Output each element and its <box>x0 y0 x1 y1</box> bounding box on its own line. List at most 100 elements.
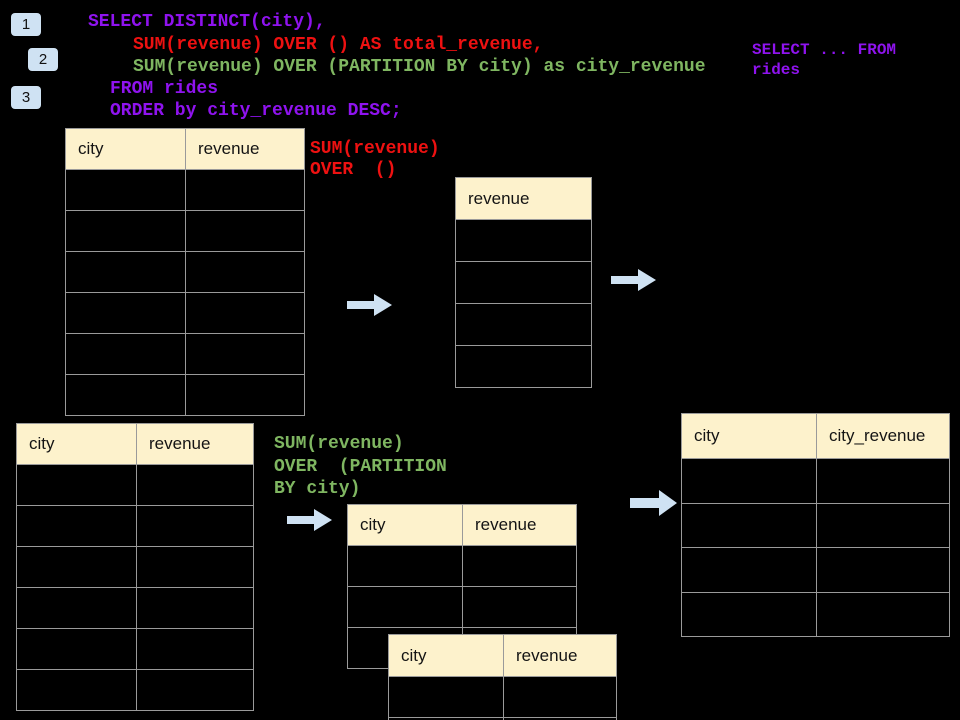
table-cell <box>66 374 186 415</box>
table-cell <box>504 717 616 720</box>
table-header-row: revenue <box>456 178 591 219</box>
table-cell <box>186 333 304 374</box>
table-cell <box>186 169 304 210</box>
table-cell <box>463 545 576 586</box>
table-body <box>389 676 616 720</box>
side-note-line1: SELECT ... FROM <box>752 41 897 59</box>
table-header-row: city revenue <box>17 424 253 464</box>
table-header-row: city revenue <box>389 635 616 676</box>
label-total-revenue-line2: OVER () <box>310 160 397 180</box>
table-cell <box>186 210 304 251</box>
table-row <box>17 464 253 505</box>
sql-line-total-revenue: SUM(revenue) OVER () AS total_revenue, <box>133 35 544 55</box>
table-cell <box>137 628 253 669</box>
table-row <box>17 505 253 546</box>
table-header-row: city revenue <box>66 129 304 169</box>
table-cell <box>17 587 137 628</box>
table-cell <box>348 586 463 627</box>
table-cell <box>456 219 591 261</box>
table-row <box>17 546 253 587</box>
table-row <box>456 345 591 387</box>
table-partition-front: city revenue <box>388 634 617 720</box>
table-row <box>17 669 253 710</box>
table-body <box>682 458 949 636</box>
table-cell <box>137 669 253 710</box>
table-cell <box>682 502 817 547</box>
table-cell <box>463 586 576 627</box>
table-cell <box>137 505 253 546</box>
table-row <box>389 676 616 717</box>
column-header-city: city <box>682 414 817 458</box>
table-cell <box>66 333 186 374</box>
flow-arrow-2-icon <box>611 269 656 291</box>
table-row <box>66 374 304 415</box>
label-partition-line2: OVER (PARTITION <box>274 457 447 477</box>
step-badge-3: 3 <box>11 86 41 109</box>
table-row <box>17 628 253 669</box>
table-cell <box>682 591 817 636</box>
flow-arrow-1-icon <box>347 294 392 316</box>
table-row <box>66 251 304 292</box>
column-header-city: city <box>348 505 463 545</box>
table-row <box>456 303 591 345</box>
column-header-revenue: revenue <box>186 129 304 169</box>
table-cell <box>17 669 137 710</box>
step-badge-1: 1 <box>11 13 41 36</box>
column-header-revenue: revenue <box>504 635 616 676</box>
table-cell <box>186 292 304 333</box>
sql-line-from: FROM rides <box>110 79 219 99</box>
table-cell <box>17 505 137 546</box>
column-header-revenue: revenue <box>463 505 576 545</box>
table-cell <box>66 292 186 333</box>
table-header-row: city city_revenue <box>682 414 949 458</box>
table-cell <box>817 591 949 637</box>
table-cell <box>137 546 253 587</box>
table-cell <box>456 345 591 387</box>
flow-arrow-3-icon <box>287 509 332 531</box>
table-row <box>389 717 616 720</box>
table-cell <box>456 303 591 345</box>
step-badge-2: 2 <box>28 48 58 71</box>
table-cell <box>17 628 137 669</box>
table-source-bottom: city revenue <box>16 423 254 711</box>
table-row <box>66 333 304 374</box>
table-cell <box>348 545 463 586</box>
sql-line-partition: SUM(revenue) OVER (PARTITION BY city) as… <box>133 57 706 77</box>
table-cell <box>66 169 186 210</box>
side-note-line2: rides <box>752 61 801 79</box>
table-cell <box>389 676 504 717</box>
table-row <box>348 586 576 627</box>
table-cell <box>137 464 253 505</box>
table-cell <box>817 502 949 548</box>
table-result-city-revenue: city city_revenue <box>681 413 950 637</box>
table-cell <box>682 458 817 503</box>
column-header-revenue: revenue <box>137 424 253 464</box>
table-row <box>66 169 304 210</box>
column-header-city: city <box>389 635 504 676</box>
label-total-revenue-line1: SUM(revenue) <box>310 139 440 159</box>
table-cell <box>137 587 253 628</box>
table-cell <box>456 261 591 303</box>
sql-line-order: ORDER by city_revenue DESC; <box>110 101 402 121</box>
table-row <box>348 545 576 586</box>
table-cell <box>66 210 186 251</box>
table-cell <box>463 627 576 668</box>
table-cell <box>817 458 949 503</box>
table-row <box>682 502 949 548</box>
table-row <box>66 210 304 251</box>
table-row <box>66 292 304 333</box>
table-row <box>682 458 949 503</box>
label-partition-line3: BY city) <box>274 479 361 499</box>
table-header-row: city revenue <box>348 505 576 545</box>
table-cell <box>389 717 504 720</box>
table-revenue-only: revenue <box>455 177 592 388</box>
table-row <box>456 219 591 261</box>
column-header-city: city <box>17 424 137 464</box>
table-body <box>456 219 591 387</box>
table-partition-mid: city revenue <box>347 504 577 669</box>
label-partition-line1: SUM(revenue) <box>274 434 404 454</box>
table-cell <box>682 547 817 592</box>
column-header-city: city <box>66 129 186 169</box>
table-body <box>17 464 253 710</box>
